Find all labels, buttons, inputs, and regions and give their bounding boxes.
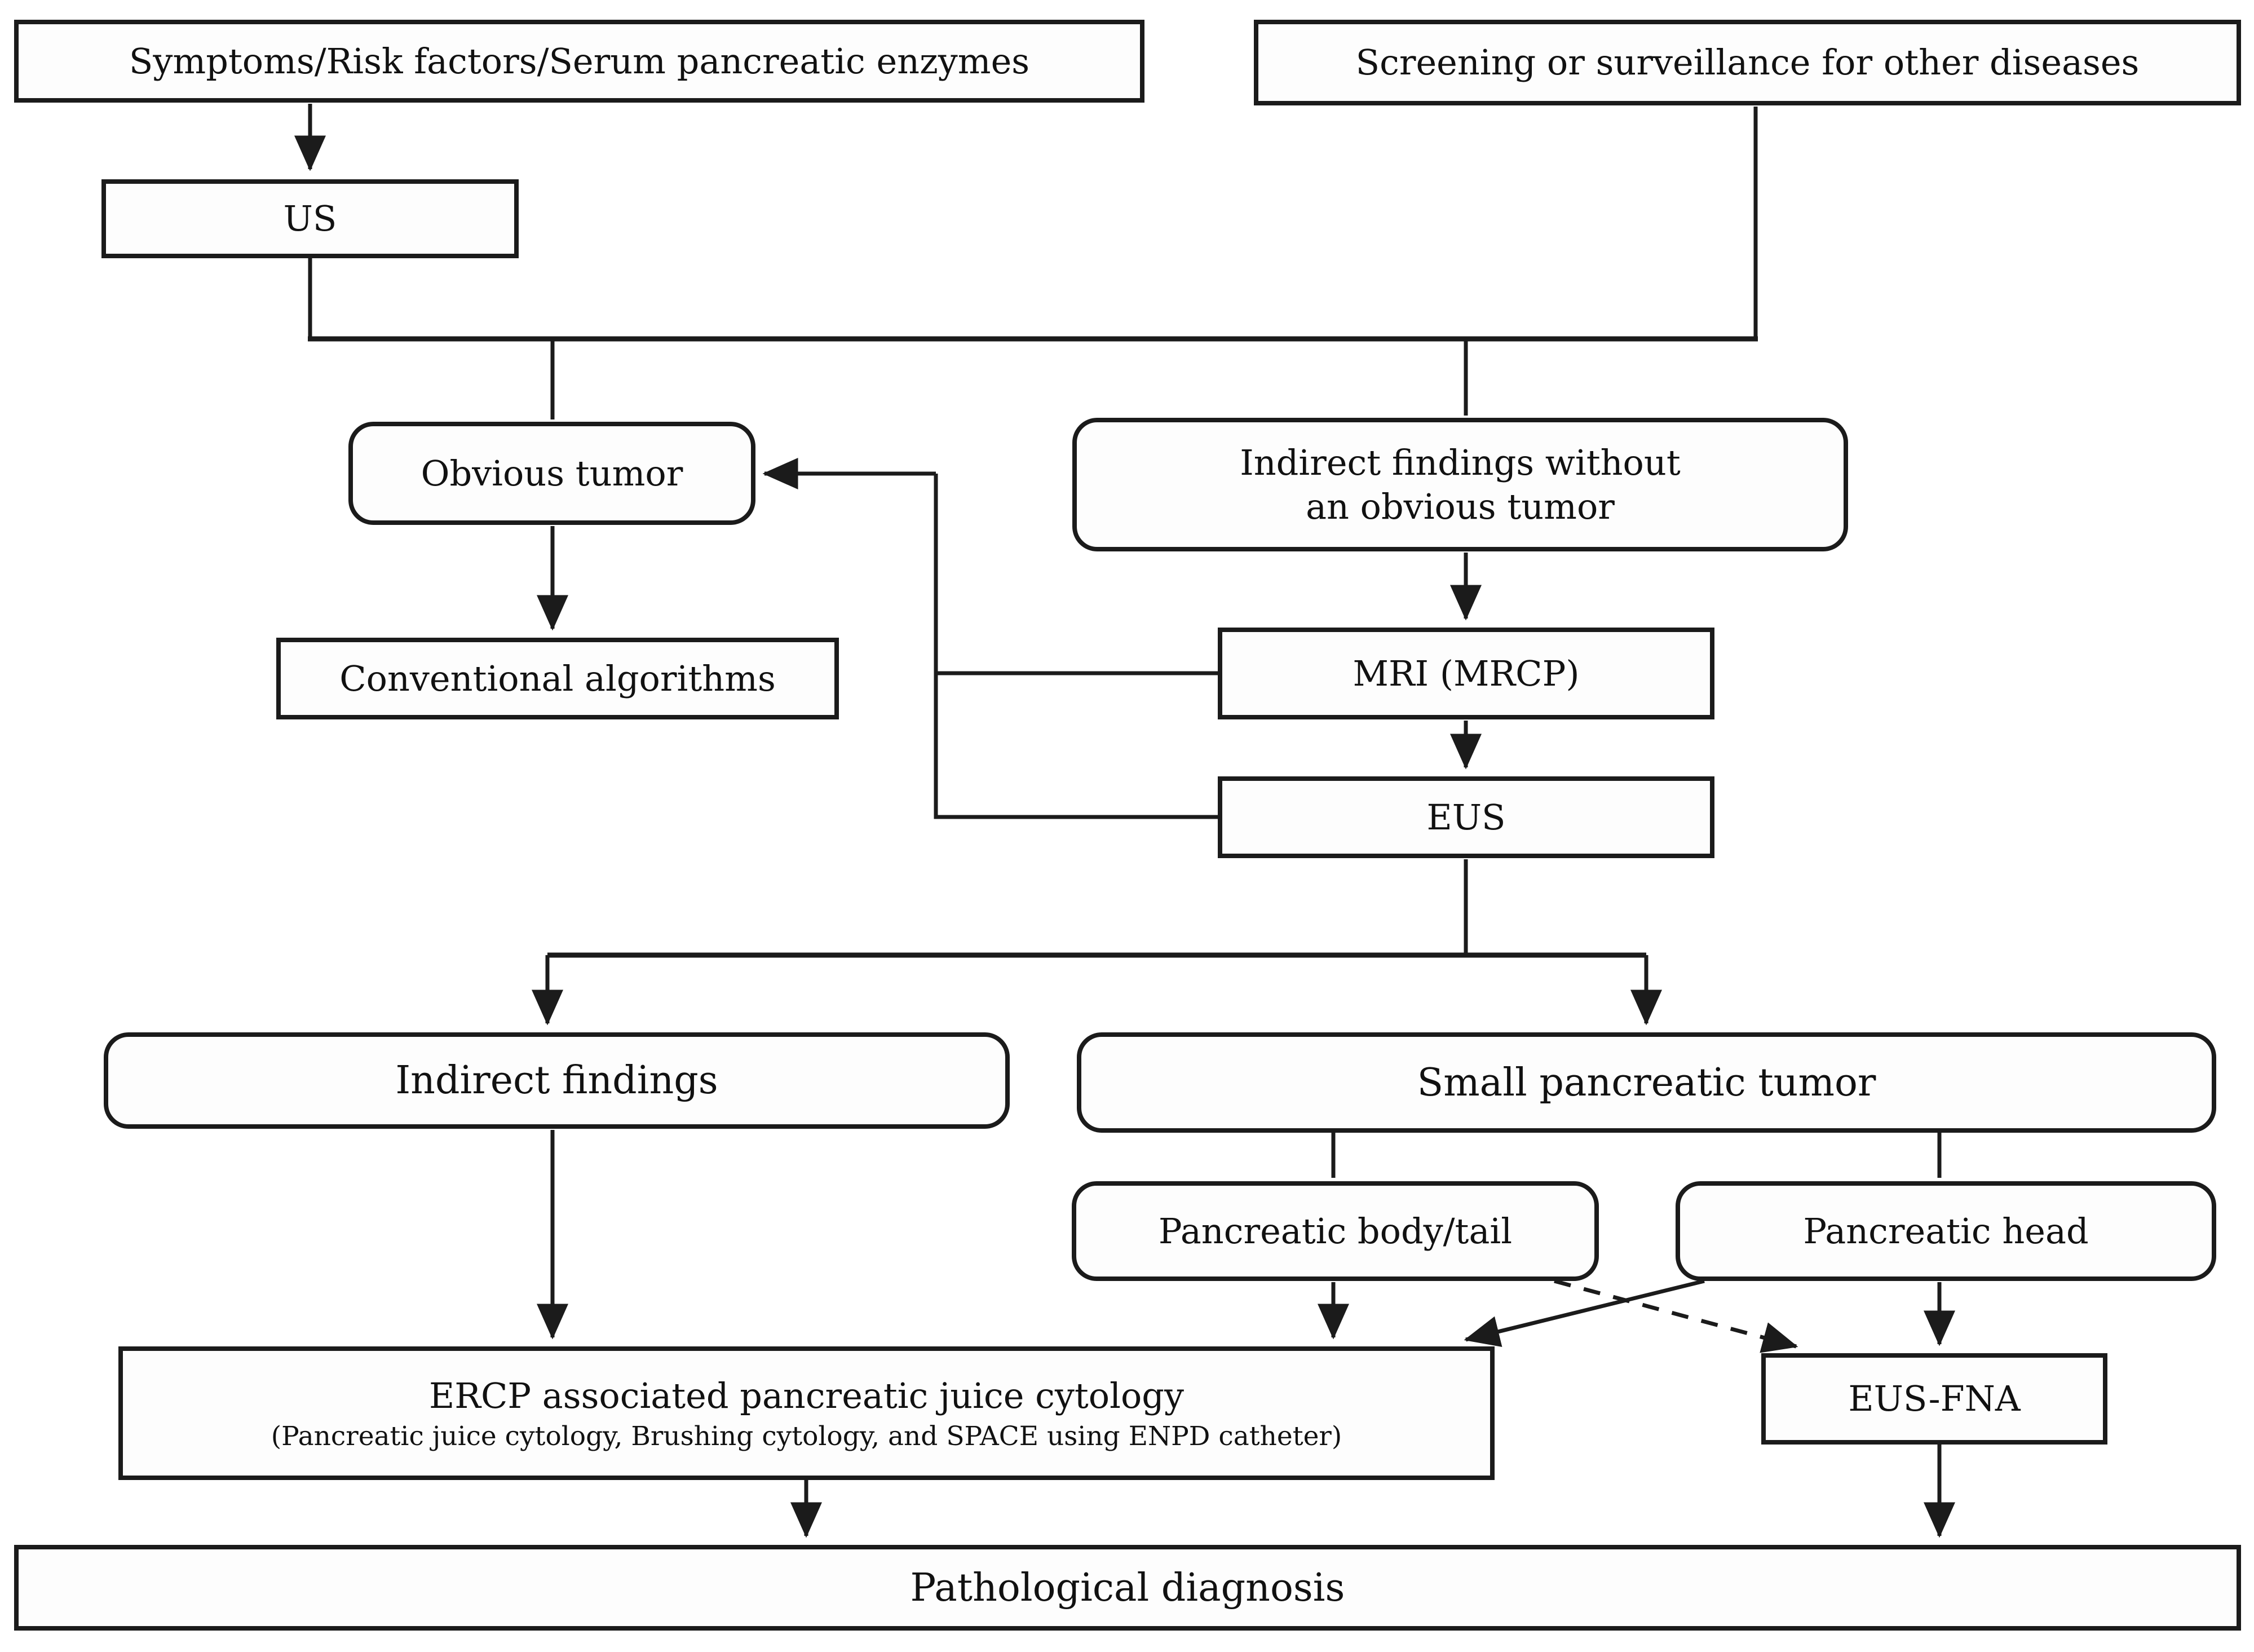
edge-eus-left-up [934, 474, 1218, 819]
node-ercp-pancreatic-juice-cytology: ERCP associated pancreatic juice cytolog… [118, 1346, 1495, 1480]
node-label: MRI (MRCP) [1353, 652, 1580, 694]
node-symptoms-risk-factors: Symptoms/Risk factors/Serum pancreatic e… [14, 20, 1144, 103]
node-label: Pancreatic head [1803, 1210, 2089, 1252]
node-label-line2: (Pancreatic juice cytology, Brushing cyt… [271, 1421, 1342, 1452]
node-eus: EUS [1218, 776, 1714, 858]
node-label: Pancreatic body/tail [1158, 1210, 1513, 1252]
node-mri-mrcp: MRI (MRCP) [1218, 628, 1714, 719]
node-pancreatic-body-tail: Pancreatic body/tail [1072, 1181, 1599, 1281]
node-pathological-diagnosis: Pathological diagnosis [14, 1545, 2241, 1631]
node-small-pancreatic-tumor: Small pancreatic tumor [1077, 1032, 2216, 1133]
node-screening-surveillance: Screening or surveillance for other dise… [1254, 20, 2241, 105]
edge-bodytail-eusfna-dashed [1554, 1279, 1798, 1353]
node-label-line2: an obvious tumor [1306, 485, 1615, 527]
node-eus-fna: EUS-FNA [1761, 1353, 2107, 1445]
edge-head-ercp-diagonal [1464, 1279, 1705, 1347]
node-label: Screening or surveillance for other dise… [1355, 42, 2140, 83]
node-label: US [283, 198, 337, 240]
node-conventional-algorithms: Conventional algorithms [276, 638, 839, 719]
node-label: Symptoms/Risk factors/Serum pancreatic e… [129, 40, 1030, 82]
node-label: Conventional algorithms [339, 657, 776, 699]
node-label: EUS-FNA [1848, 1378, 2021, 1420]
node-us: US [101, 179, 519, 258]
node-indirect-findings: Indirect findings [104, 1032, 1010, 1129]
node-label: EUS [1426, 796, 1506, 838]
node-pancreatic-head: Pancreatic head [1676, 1181, 2216, 1281]
node-label-line1: ERCP associated pancreatic juice cytolog… [429, 1375, 1184, 1416]
node-label: Obvious tumor [421, 452, 683, 494]
node-label: Pathological diagnosis [910, 1565, 1345, 1610]
node-label: Indirect findings [395, 1058, 718, 1103]
node-label: Small pancreatic tumor [1417, 1060, 1876, 1105]
node-label-line1: Indirect findings without [1240, 442, 1681, 483]
node-indirect-findings-without-tumor: Indirect findings without an obvious tum… [1072, 418, 1848, 551]
node-obvious-tumor: Obvious tumor [348, 422, 755, 525]
